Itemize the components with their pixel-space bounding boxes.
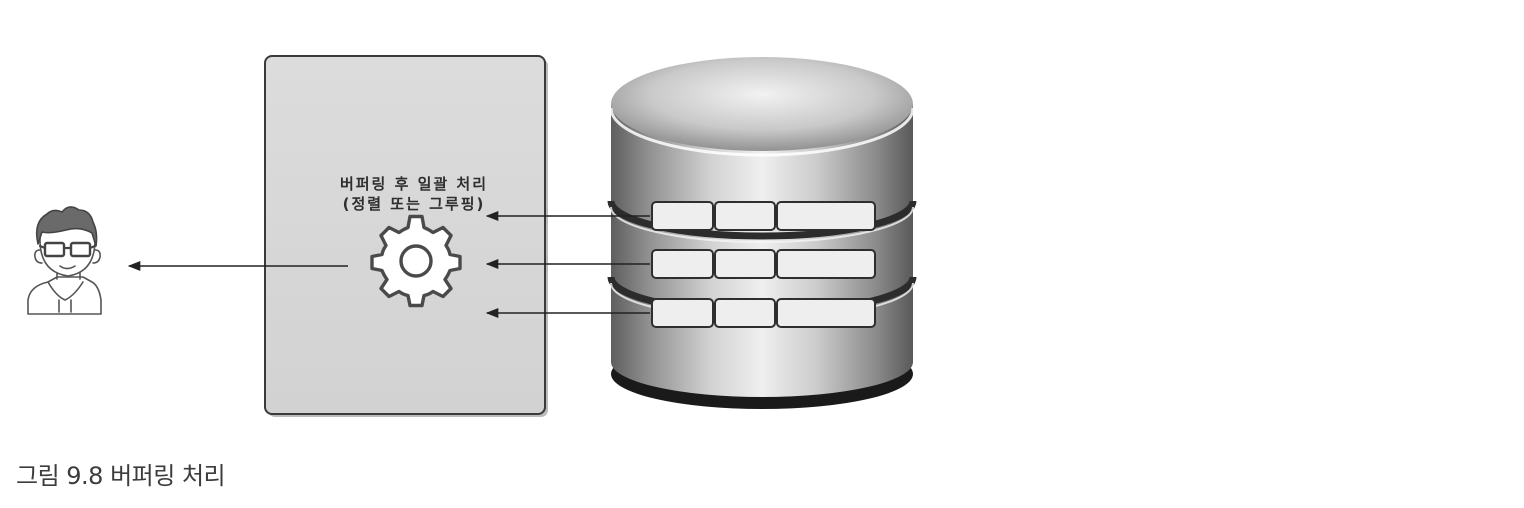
database-icon xyxy=(607,57,917,409)
record-cell xyxy=(651,249,714,279)
figure-caption: 그림 9.8 버퍼링 처리 xyxy=(16,462,226,490)
record-cell xyxy=(651,201,714,231)
record-row-3 xyxy=(651,298,876,328)
gear-icon xyxy=(370,214,462,308)
record-cell xyxy=(714,249,776,279)
box-label-line1: 버퍼링 후 일괄 처리 xyxy=(340,175,488,193)
record-row-1 xyxy=(651,201,876,231)
record-cell xyxy=(651,298,714,328)
record-row-2 xyxy=(651,249,876,279)
user-icon xyxy=(27,206,102,315)
record-cell xyxy=(776,249,876,279)
record-cell xyxy=(776,298,876,328)
buffering-diagram: 버퍼링 후 일괄 처리 (정렬 또는 그루핑) xyxy=(27,55,917,417)
record-cell xyxy=(714,201,776,231)
record-cell xyxy=(714,298,776,328)
record-cell xyxy=(776,201,876,231)
box-label-line2: (정렬 또는 그루핑) xyxy=(343,195,486,213)
